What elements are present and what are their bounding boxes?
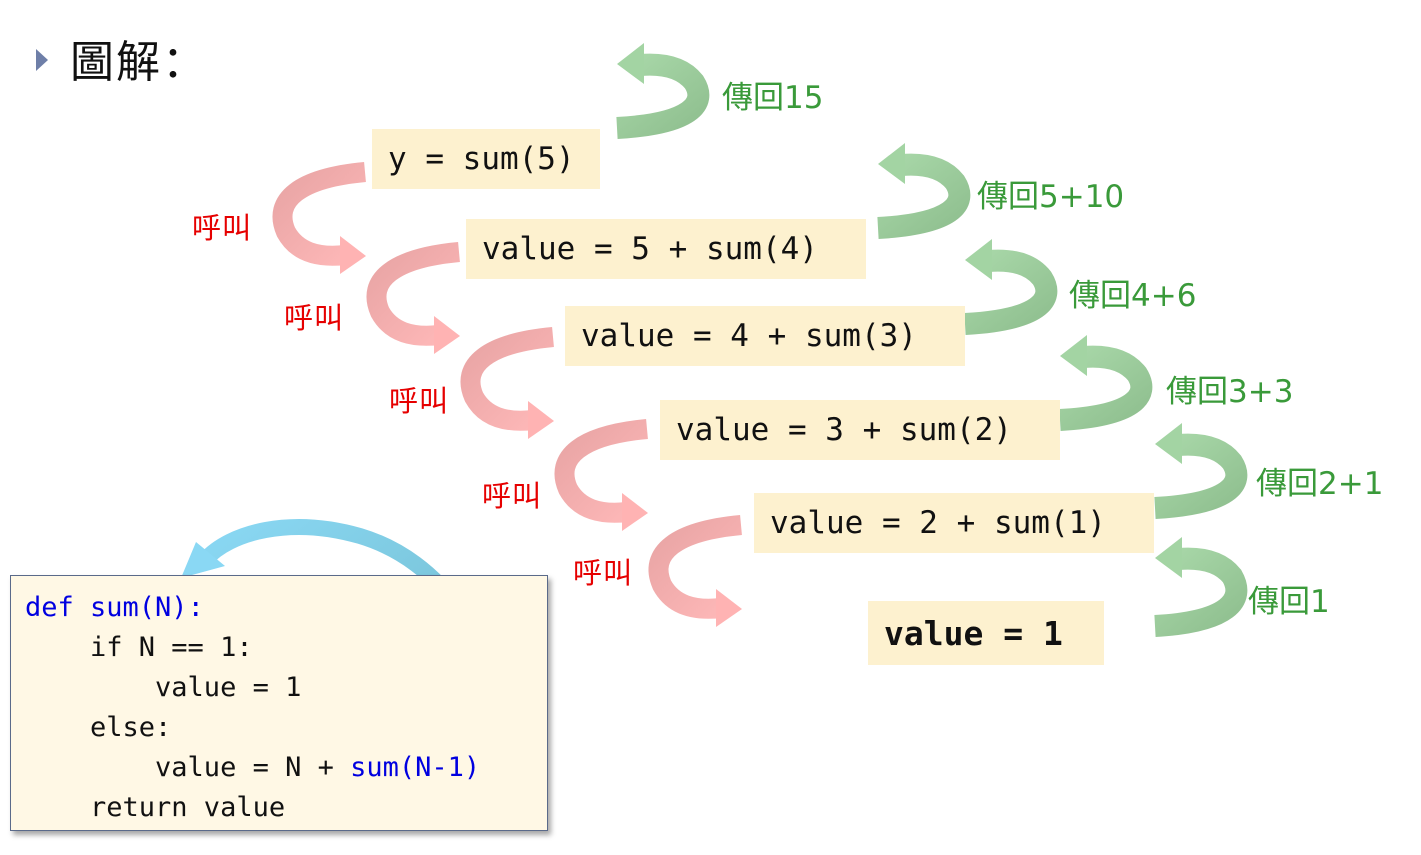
call-arrow-5 xyxy=(648,515,742,627)
recursive-call: sum(N-1) xyxy=(350,752,481,783)
code-line-else: else: xyxy=(25,712,172,743)
statement-box-call-sum5: y = sum(5) xyxy=(372,129,600,189)
function-definition-panel: def sum(N): if N == 1: value = 1 else: v… xyxy=(10,575,548,831)
return-label-5: 傳回2+1 xyxy=(1256,466,1384,502)
call-arrow-2 xyxy=(366,242,460,354)
code-line-if: if N == 1: xyxy=(25,632,253,663)
return-arrow-4 xyxy=(1059,335,1153,431)
code-line-recursive: value = N + sum(N-1) xyxy=(25,748,547,788)
return-label-2: 傳回5+10 xyxy=(977,179,1125,215)
call-label-5: 呼叫 xyxy=(573,556,634,590)
call-arrow-3 xyxy=(460,327,554,439)
call-label-1: 呼叫 xyxy=(192,211,253,245)
statement-box-sum3: value = 4 + sum(3) xyxy=(565,306,965,366)
page-title: 圖解： xyxy=(70,37,208,88)
statement-box-base-case: value = 1 xyxy=(868,601,1104,665)
return-label-4: 傳回3+3 xyxy=(1166,374,1294,410)
bullet-triangle-icon xyxy=(36,49,48,71)
call-label-2: 呼叫 xyxy=(284,301,345,335)
statement-box-sum2: value = 3 + sum(2) xyxy=(660,400,1060,460)
return-arrow-6 xyxy=(1154,537,1248,637)
code-line-def: def sum(N): xyxy=(25,588,547,628)
call-arrow-4 xyxy=(554,419,648,531)
return-label-1: 傳回15 xyxy=(722,80,824,116)
def-signature: sum(N): xyxy=(90,592,204,623)
def-keyword: def xyxy=(25,592,91,623)
return-arrow-1 xyxy=(616,43,710,139)
slide-heading: 圖解： xyxy=(36,26,208,90)
return-arrow-3 xyxy=(964,239,1058,335)
code-line-return: return value xyxy=(25,792,286,823)
return-arrow-2 xyxy=(877,143,971,239)
return-label-3: 傳回4+6 xyxy=(1069,278,1197,314)
statement-box-sum1: value = 2 + sum(1) xyxy=(754,493,1154,553)
return-label-6: 傳回1 xyxy=(1248,584,1330,620)
call-label-3: 呼叫 xyxy=(389,384,450,418)
code-line-base-value: value = 1 xyxy=(25,672,302,703)
recursive-assign: value = N + xyxy=(25,752,351,783)
statement-box-sum4: value = 5 + sum(4) xyxy=(466,219,866,279)
return-arrow-5 xyxy=(1154,423,1248,519)
call-label-4: 呼叫 xyxy=(482,479,543,513)
call-arrow-1 xyxy=(272,162,366,274)
